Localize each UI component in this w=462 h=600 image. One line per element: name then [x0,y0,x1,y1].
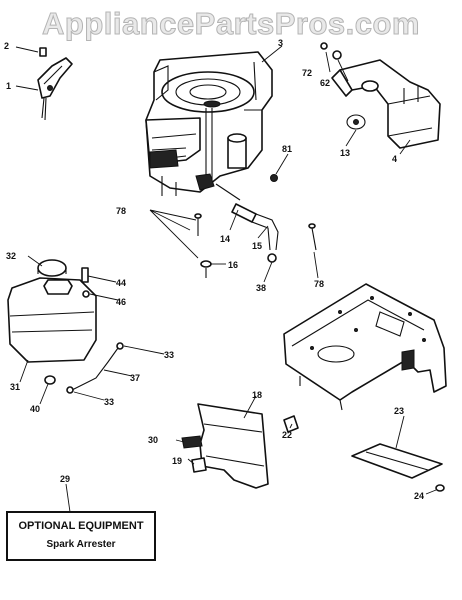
callout-29: 29 [60,474,70,484]
watermark-text: AppliancePartsPros.com [42,6,420,42]
callout-72: 72 [302,68,312,78]
optional-equipment-title: OPTIONAL EQUIPMENT [18,520,144,532]
fuel-tank-part [7,259,124,394]
callout-4: 4 [392,154,397,164]
chassis-frame-part [283,283,447,411]
throttle-control-part [37,47,73,121]
callout-38: 38 [256,283,266,293]
heat-shield-part [181,403,299,489]
callout-24: 24 [414,491,424,501]
callout-46: 46 [116,297,126,307]
callout-81: 81 [282,144,292,154]
callout-30: 30 [148,435,158,445]
callout-2: 2 [4,41,9,51]
callout-62: 62 [320,78,330,88]
callout-37: 37 [130,373,140,383]
callout-15: 15 [252,241,262,251]
spark-arrester-label: Spark Arrester [46,539,116,550]
callout-18: 18 [252,390,262,400]
engine-part [145,51,273,196]
callout-19: 19 [172,456,182,466]
callout-40: 40 [30,404,40,414]
callout-33-upper: 33 [164,350,174,360]
fuel-line-part [194,174,317,278]
callout-14: 14 [220,234,230,244]
callout-44: 44 [116,278,126,288]
callout-31: 31 [10,382,20,392]
muffler-assembly-part [320,42,441,149]
callout-22: 22 [282,430,292,440]
callout-16: 16 [228,260,238,270]
callout-1: 1 [6,81,11,91]
callout-32: 32 [6,251,16,261]
callout-78-top: 78 [116,206,126,216]
callout-labels: 2 1 3 72 62 4 13 81 78 14 15 16 38 78 32… [4,38,424,501]
mounting-plate-part [351,443,445,492]
leader-lines [15,45,437,513]
callout-33-lower: 33 [104,397,114,407]
callout-78-right: 78 [314,279,324,289]
optional-equipment-box: OPTIONAL EQUIPMENT Spark Arrester [6,511,156,561]
callout-23: 23 [394,406,404,416]
callout-13: 13 [340,148,350,158]
callout-3: 3 [278,38,283,48]
